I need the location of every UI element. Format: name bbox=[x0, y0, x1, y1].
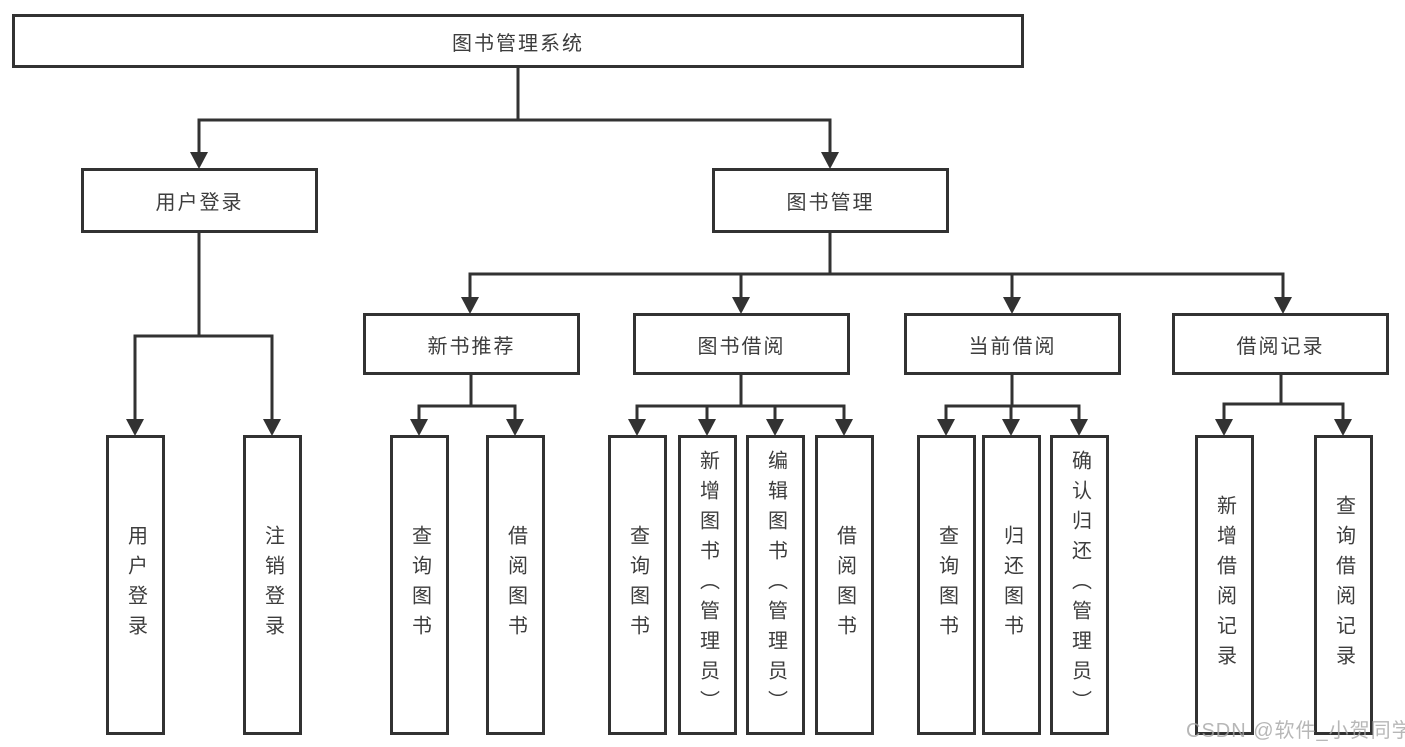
leaf-user-login-label: 用户登录 bbox=[124, 525, 147, 645]
leaf-query-borrow-record-label: 查询借阅记录 bbox=[1332, 495, 1355, 675]
leaf-query-books-current-label: 查询图书 bbox=[935, 525, 958, 645]
leaf-add-books-admin-label: 新增图书（管理员） bbox=[696, 450, 719, 720]
node-new-book-recommend: 新书推荐 bbox=[363, 313, 580, 375]
leaf-confirm-return-admin: 确认归还（管理员） bbox=[1050, 435, 1109, 735]
leaf-query-books-borrowing: 查询图书 bbox=[608, 435, 667, 735]
node-current-borrowing-label: 当前借阅 bbox=[968, 335, 1057, 358]
leaf-logout-login-label: 注销登录 bbox=[261, 525, 284, 645]
node-user-login-label: 用户登录 bbox=[155, 192, 244, 214]
node-book-management: 图书管理 bbox=[712, 168, 949, 233]
node-book-borrowing-label: 图书借阅 bbox=[697, 335, 786, 358]
csdn-watermark: CSDN @软件_小贺同学 bbox=[1186, 720, 1405, 742]
leaf-borrow-books-recommend: 借阅图书 bbox=[486, 435, 545, 735]
leaf-user-login: 用户登录 bbox=[106, 435, 165, 735]
leaf-return-books: 归还图书 bbox=[982, 435, 1041, 735]
node-book-management-label: 图书管理 bbox=[786, 192, 875, 214]
node-user-login: 用户登录 bbox=[81, 168, 318, 233]
leaf-edit-books-admin-label: 编辑图书（管理员） bbox=[764, 450, 787, 720]
leaf-edit-books-admin: 编辑图书（管理员） bbox=[746, 435, 805, 735]
leaf-query-books-recommend: 查询图书 bbox=[390, 435, 449, 735]
leaf-add-borrow-record: 新增借阅记录 bbox=[1195, 435, 1254, 735]
node-borrow-records: 借阅记录 bbox=[1172, 313, 1389, 375]
leaf-add-borrow-record-label: 新增借阅记录 bbox=[1213, 495, 1236, 675]
leaf-query-borrow-record: 查询借阅记录 bbox=[1314, 435, 1373, 735]
node-new-book-recommend-label: 新书推荐 bbox=[427, 335, 516, 358]
node-borrow-records-label: 借阅记录 bbox=[1236, 335, 1325, 358]
leaf-add-books-admin: 新增图书（管理员） bbox=[678, 435, 737, 735]
leaf-borrow-books-borrowing: 借阅图书 bbox=[815, 435, 874, 735]
leaf-query-books-current: 查询图书 bbox=[917, 435, 976, 735]
leaf-confirm-return-admin-label: 确认归还（管理员） bbox=[1068, 450, 1091, 720]
leaf-query-books-borrowing-label: 查询图书 bbox=[626, 525, 649, 645]
node-library-system-label: 图书管理系统 bbox=[452, 32, 584, 55]
leaf-borrow-books-borrowing-label: 借阅图书 bbox=[833, 525, 856, 645]
node-book-borrowing: 图书借阅 bbox=[633, 313, 850, 375]
node-current-borrowing: 当前借阅 bbox=[904, 313, 1121, 375]
node-library-system: 图书管理系统 bbox=[12, 14, 1024, 68]
leaf-logout-login: 注销登录 bbox=[243, 435, 302, 735]
leaf-borrow-books-recommend-label: 借阅图书 bbox=[504, 525, 527, 645]
leaf-return-books-label: 归还图书 bbox=[1000, 525, 1023, 645]
leaf-query-books-recommend-label: 查询图书 bbox=[408, 525, 431, 645]
